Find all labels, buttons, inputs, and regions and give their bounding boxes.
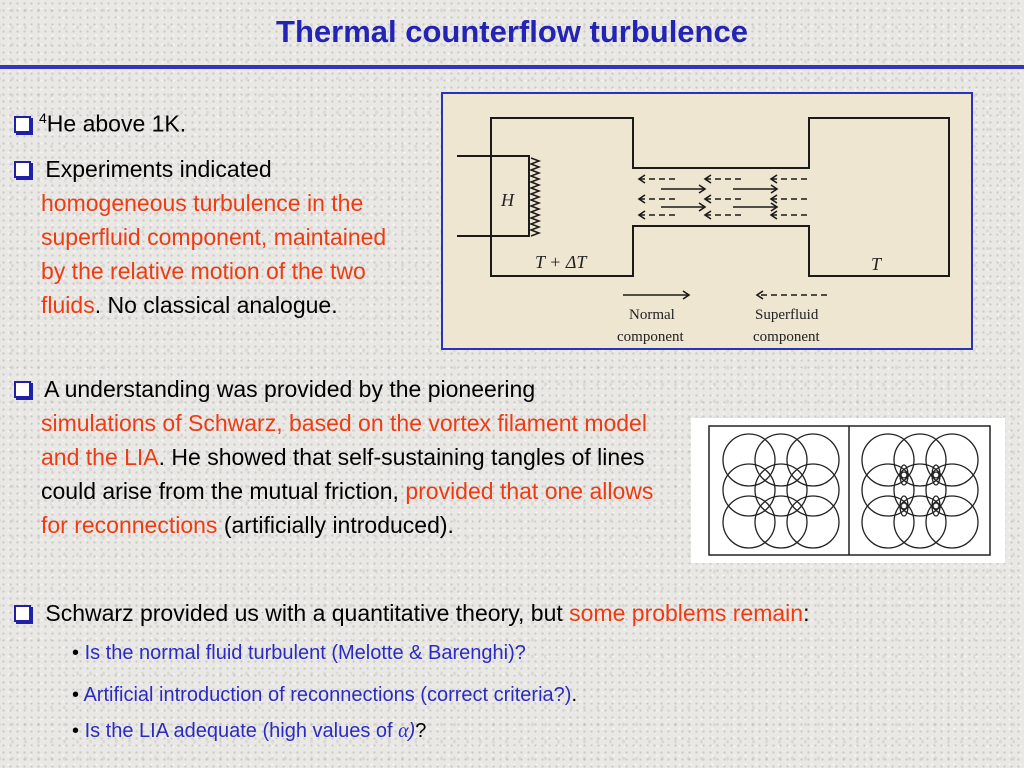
sub-bullet-reconnections: • Artificial introduction of reconnectio… [72,682,577,708]
bullet-understanding-middle: . He showed that self-sustaining tangles… [41,444,645,504]
bullet-schwarz-text: Schwarz provided us with a quantitative … [39,600,570,626]
sub-bullet-reconnections-end: . [571,684,577,706]
bullet-experiments-highlight: homogeneous turbulence in the superfluid… [41,190,387,318]
slide-title: Thermal counterflow turbulence [276,14,748,49]
superfluid-label-2: component [753,329,820,345]
bullet-understanding-highlight-1: simulations of Schwarz, based on the vor… [41,410,647,470]
superfluid-label-1: Superfluid [755,307,819,323]
sub-bullet-normal-fluid: • Is the normal fluid turbulent (Melotte… [72,640,526,666]
bullet-experiments: Experiments indicated homogeneous turbul… [14,152,414,322]
left-temp-label: T + ΔT [535,252,588,272]
bullet-he4-text: He above 1K. [46,110,187,137]
bullet-understanding-tail: (artificially introduced). [217,512,454,538]
sub-bullet-lia-text: Is the LIA adequate (high values of [84,720,399,742]
checkbox-bullet-icon [14,381,31,398]
alpha-symbol: α [398,720,409,742]
bullet-understanding: A understanding was provided by the pion… [14,372,690,542]
vortex-rings-figure [691,418,1005,563]
normal-label-2: component [617,329,684,345]
sub-bullet-lia: • Is the LIA adequate (high values of α)… [72,718,426,744]
bullet-he4: 4He above 1K. [14,101,434,141]
title-rule [0,65,1024,69]
normal-label-1: Normal [629,307,675,323]
sub-bullet-lia-close: ) [408,720,416,742]
bullet-schwarz-colon: : [803,600,810,626]
bullet-experiments-text: Experiments indicated [39,156,272,182]
sub-bullet-dot-icon: • [72,720,85,742]
bullet-schwarz: Schwarz provided us with a quantitative … [14,596,1024,630]
checkbox-bullet-icon [14,605,31,622]
bullet-understanding-text: A understanding was provided by the pion… [39,376,536,402]
counterflow-channel-drawing: H T + ΔT T Normal component Superfluid c… [457,117,950,345]
right-temp-label: T [871,254,883,274]
vortex-rings-drawing [708,425,991,556]
counterflow-channel-figure: H T + ΔT T Normal component Superfluid c… [441,92,973,350]
sub-bullet-normal-fluid-text: Is the normal fluid turbulent (Melotte &… [84,642,526,664]
isotope-superscript: 4 [39,110,47,126]
bullet-understanding-highlight-2: provided that one allows for reconnectio… [41,478,654,538]
heater-label: H [500,190,515,210]
sub-bullet-dot-icon: • [72,642,85,664]
bullet-schwarz-highlight: some problems remain [569,600,804,626]
checkbox-bullet-icon [14,115,31,133]
sub-bullet-lia-end: ? [415,720,427,742]
sub-bullet-reconnections-text: Artificial introduction of reconnections… [83,684,572,706]
sub-bullet-dot-icon: • [72,684,84,706]
checkbox-bullet-icon [14,161,31,178]
bullet-experiments-tail: . No classical analogue. [94,292,338,318]
